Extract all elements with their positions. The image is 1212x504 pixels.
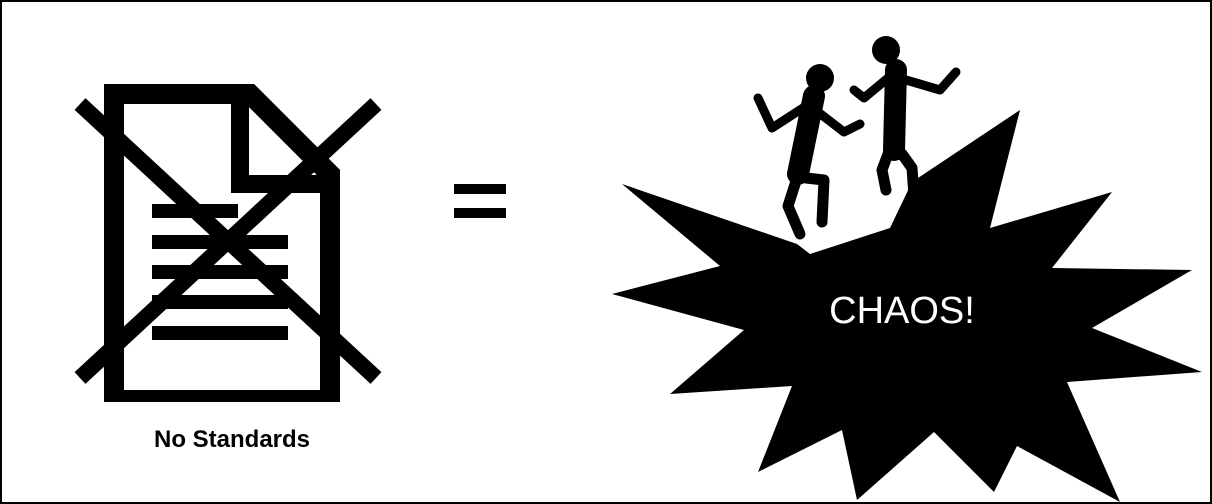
equals-bar-bottom — [454, 208, 506, 218]
figure-2-arm-right — [906, 72, 956, 90]
explosion-burst-icon — [592, 32, 1212, 504]
figure-1-leg-right — [806, 178, 824, 222]
no-standards-caption: No Standards — [97, 426, 367, 454]
crossed-out-document-icon — [62, 82, 392, 402]
figure-2-leg-left — [882, 154, 888, 190]
equals-bar-top — [454, 184, 506, 194]
document-line-5 — [152, 326, 288, 340]
figure-1-leg-left — [788, 178, 800, 234]
chaos-label: CHAOS! — [792, 290, 1012, 333]
equals-sign-icon — [454, 184, 506, 222]
figure-2-body — [894, 70, 896, 150]
figure-2-leg-right — [902, 154, 914, 196]
figure-1-arm-right — [818, 112, 860, 132]
figure-2-arm-left — [854, 78, 888, 98]
